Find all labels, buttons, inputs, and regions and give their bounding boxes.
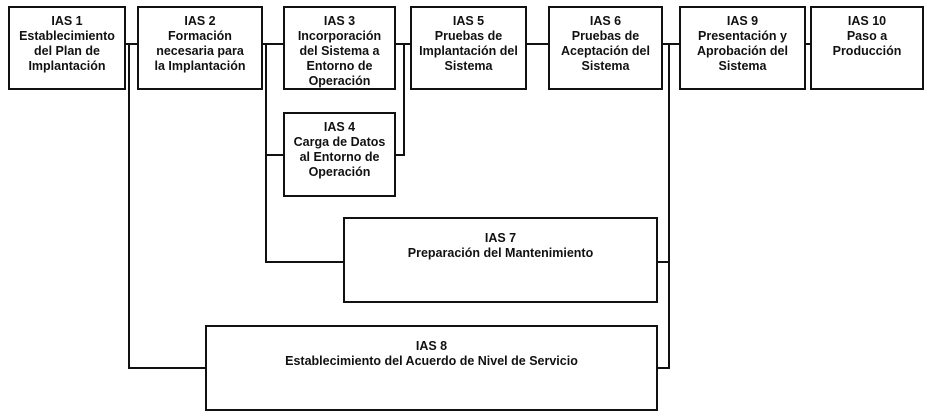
- node-label-line: Aceptación del: [561, 44, 650, 58]
- node-code: IAS 4: [323, 120, 356, 134]
- node-code: IAS 6: [589, 14, 622, 28]
- node-label-line: Preparación del Mantenimiento: [407, 246, 594, 260]
- node-ias9: IAS 9 Presentación y Aprobación del Sist…: [679, 6, 806, 90]
- node-ias2: IAS 2 Formación necesaria para la Implan…: [137, 6, 263, 90]
- node-label-line: Paso a: [846, 29, 888, 43]
- edge-ias4-ias5: [396, 44, 405, 156]
- node-code: IAS 1: [51, 14, 83, 28]
- edge-ias2-ias7: [265, 155, 343, 263]
- node-label-line: Implantación del: [419, 44, 518, 58]
- node-label-line: Establecimiento del Acuerdo de Nivel de …: [285, 354, 578, 368]
- node-label-line: Operación: [308, 74, 371, 88]
- node-code: IAS 8: [415, 339, 448, 353]
- edge-ias8-ias9: [658, 44, 670, 369]
- node-label-line: Entorno de: [306, 59, 373, 73]
- node-label-line: Implantación: [28, 59, 106, 73]
- node-label-line: Establecimiento: [19, 29, 115, 43]
- node-ias1: IAS 1 Establecimiento del Plan de Implan…: [8, 6, 126, 90]
- node-label-line: Sistema: [444, 59, 493, 73]
- node-ias6: IAS 6 Pruebas de Aceptación del Sistema: [548, 6, 663, 90]
- node-label-line: Operación: [308, 165, 371, 179]
- node-label-line: Formación: [168, 29, 232, 43]
- node-code: IAS 5: [452, 14, 485, 28]
- node-label-line: Incorporación: [297, 29, 382, 43]
- node-label-line: Sistema: [581, 59, 630, 73]
- node-label-line: al Entorno de: [299, 150, 380, 164]
- edge-ias2-ias4: [265, 44, 283, 156]
- node-ias8: IAS 8 Establecimiento del Acuerdo de Niv…: [205, 325, 658, 411]
- node-label-line: necesaria para: [156, 44, 244, 58]
- node-label-line: del Sistema a: [299, 44, 380, 58]
- node-label-line: Sistema: [718, 59, 767, 73]
- node-code: IAS 2: [184, 14, 216, 28]
- node-ias10: IAS 10 Paso a Producción: [810, 6, 924, 90]
- node-label-line: Producción: [832, 44, 902, 58]
- node-label-line: Aprobación del: [697, 44, 788, 58]
- node-label-line: Pruebas de: [571, 29, 640, 43]
- node-ias3: IAS 3 Incorporación del Sistema a Entorn…: [283, 6, 396, 90]
- node-code: IAS 9: [726, 14, 759, 28]
- node-code: IAS 10: [847, 14, 887, 28]
- edge-ias1-ias8: [128, 44, 205, 369]
- node-label-line: del Plan de: [34, 44, 100, 58]
- node-label-line: la Implantación: [154, 59, 246, 73]
- node-ias5: IAS 5 Pruebas de Implantación del Sistem…: [410, 6, 527, 90]
- node-ias4: IAS 4 Carga de Datos al Entorno de Opera…: [283, 112, 396, 197]
- node-label-line: Presentación y: [698, 29, 787, 43]
- node-label-line: Pruebas de: [434, 29, 503, 43]
- node-ias7: IAS 7 Preparación del Mantenimiento: [343, 217, 658, 303]
- node-code: IAS 3: [323, 14, 356, 28]
- node-code: IAS 7: [484, 231, 517, 245]
- node-label-line: Carga de Datos: [293, 135, 386, 149]
